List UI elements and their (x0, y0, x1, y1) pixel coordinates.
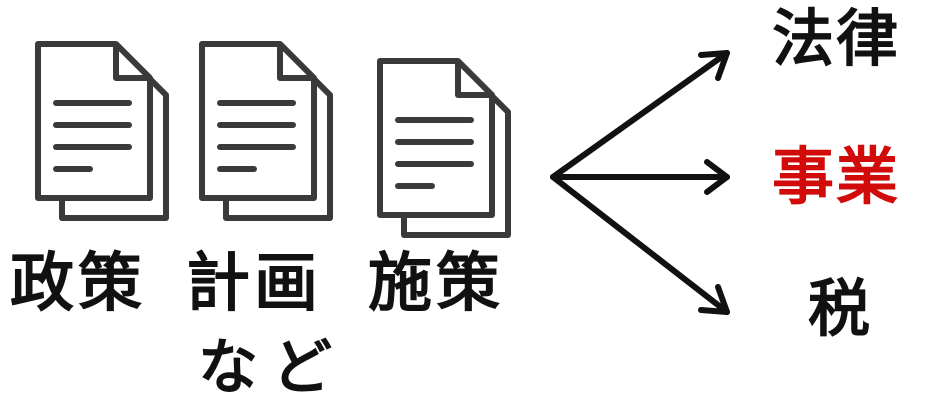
documents-suffix: など (198, 333, 346, 403)
document-icon (199, 41, 333, 221)
document-icon-policy (32, 38, 177, 223)
arrow-to-tax (550, 174, 730, 315)
arrow-to-project-head (704, 159, 730, 195)
document-label-policy: 政策 (10, 247, 146, 321)
output-label-tax: 税 (808, 272, 873, 345)
arrow-to-law-head (698, 50, 730, 81)
document-icon (377, 58, 511, 238)
output-label-law: 法律 (772, 2, 901, 75)
document-icon-plan (196, 38, 341, 223)
arrow-to-tax-head (698, 284, 730, 315)
document-icon-measure (374, 55, 519, 240)
output-label-project: 事業 (772, 140, 901, 213)
document-label-measure: 施策 (368, 247, 504, 321)
document-icon (35, 41, 169, 221)
arrow-to-law (550, 50, 730, 180)
document-label-plan: 計画 (186, 247, 322, 321)
